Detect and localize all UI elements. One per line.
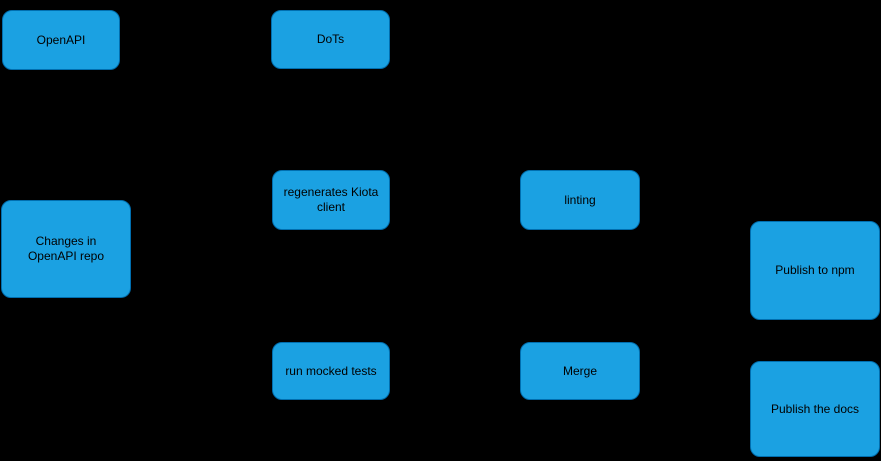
node-publish-to-npm-label: Publish to npm bbox=[775, 263, 855, 277]
node-openapi: OpenAPI bbox=[2, 10, 120, 70]
node-run-mocked-tests-label: run mocked tests bbox=[285, 363, 377, 378]
node-dots-label: DoTs bbox=[316, 32, 345, 46]
node-openapi-label: OpenAPI bbox=[36, 32, 86, 47]
node-changes-in-openapi-repo-label: Changes in OpenAPI repo bbox=[27, 234, 105, 263]
node-dots: DoTs bbox=[271, 10, 390, 69]
node-merge-label: Merge bbox=[562, 363, 597, 378]
node-publish-the-docs-label: Publish the docs bbox=[770, 401, 860, 416]
node-regenerates-kiota-client: regenerates Kiota client bbox=[272, 170, 390, 230]
node-run-mocked-tests: run mocked tests bbox=[272, 342, 390, 400]
node-changes-in-openapi-repo: Changes in OpenAPI repo bbox=[1, 200, 131, 298]
node-linting: linting bbox=[520, 170, 640, 230]
node-regenerates-kiota-client-label: regenerates Kiota client bbox=[283, 185, 379, 214]
node-linting-label: linting bbox=[564, 192, 596, 207]
node-merge: Merge bbox=[520, 342, 640, 400]
node-publish-to-npm: Publish to npm bbox=[750, 221, 880, 320]
node-publish-the-docs: Publish the docs bbox=[750, 361, 880, 457]
